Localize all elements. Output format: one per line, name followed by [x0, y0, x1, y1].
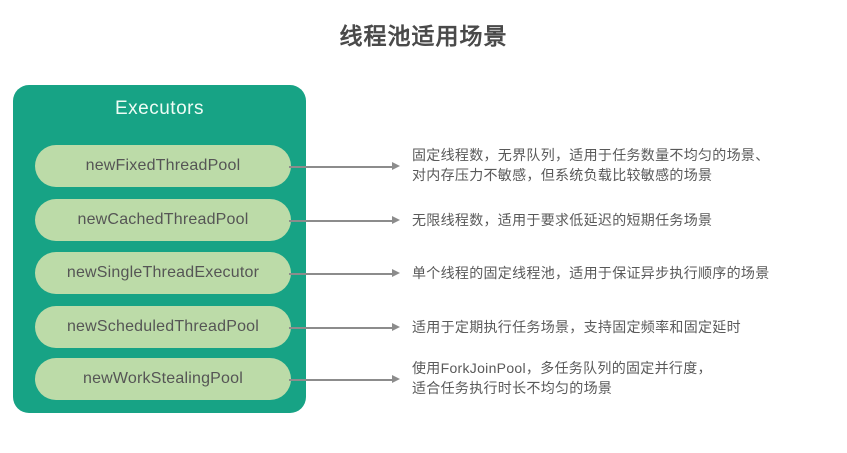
arrow-line	[289, 273, 392, 275]
pill-new-cached-thread-pool: newCachedThreadPool	[35, 199, 291, 241]
pill-new-single-thread-executor: newSingleThreadExecutor	[35, 252, 291, 294]
desc-new-cached-thread-pool: 无限线程数，适用于要求低延迟的短期任务场景	[412, 212, 713, 228]
arrow-right-icon	[392, 269, 400, 277]
connector-arrow	[289, 269, 400, 278]
executors-box-title: Executors	[115, 98, 204, 119]
arrow-line	[289, 220, 392, 222]
desc-new-work-stealing-pool: 使用ForkJoinPool，多任务队列的固定并行度， 适合任务执行时长不均匀的…	[412, 360, 712, 396]
arrow-right-icon	[392, 216, 400, 224]
pill-new-work-stealing-pool: newWorkStealingPool	[35, 358, 291, 400]
pill-new-scheduled-thread-pool: newScheduledThreadPool	[35, 306, 291, 348]
pill-new-fixed-thread-pool: newFixedThreadPool	[35, 145, 291, 187]
arrow-line	[289, 327, 392, 329]
desc-new-scheduled-thread-pool: 适用于定期执行任务场景，支持固定频率和固定延时	[412, 319, 741, 335]
connector-arrow	[289, 323, 400, 332]
page-title: 线程池适用场景	[339, 23, 508, 49]
arrow-line	[289, 379, 392, 381]
connector-arrow	[289, 162, 400, 171]
connector-arrow	[289, 375, 400, 384]
arrow-right-icon	[392, 375, 400, 383]
desc-new-single-thread-executor: 单个线程的固定线程池，适用于保证异步执行顺序的场景	[412, 265, 770, 281]
arrow-right-icon	[392, 162, 400, 170]
arrow-line	[289, 166, 392, 168]
arrow-right-icon	[392, 323, 400, 331]
desc-new-fixed-thread-pool: 固定线程数，无界队列，适用于任务数量不均匀的场景、 对内存压力不敏感，但系统负载…	[412, 147, 770, 183]
connector-arrow	[289, 216, 400, 225]
